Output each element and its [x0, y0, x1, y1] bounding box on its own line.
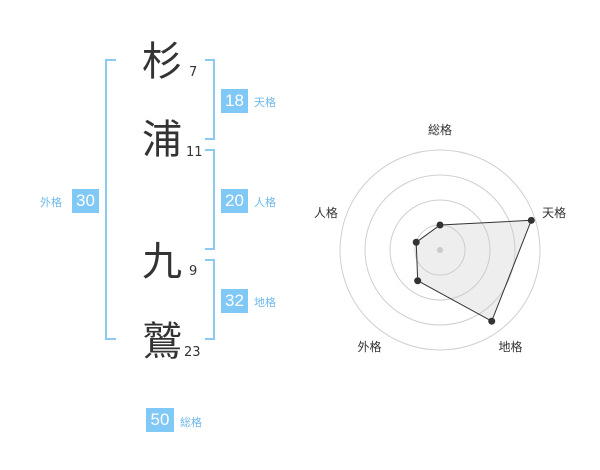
radar-ring	[339, 149, 541, 351]
name-char-2: 浦	[142, 117, 182, 163]
radar-point	[414, 277, 422, 285]
stroke-count-4: 23	[184, 345, 201, 360]
radar-axis-label: 総格	[428, 122, 452, 137]
radar-axis-label: 天格	[542, 205, 566, 220]
stroke-count-2: 11	[186, 145, 203, 160]
radar-ring	[364, 174, 516, 326]
radar-axis-label: 人格	[314, 205, 338, 220]
tenkaku-value: 18	[221, 89, 248, 113]
name-char-4: 鷲	[142, 319, 182, 365]
radar-polygon	[415, 219, 533, 322]
stroke-count-1: 7	[189, 65, 198, 80]
chikaku-value: 32	[221, 289, 248, 313]
tenkaku-label: 天格	[254, 96, 276, 109]
radar-center	[437, 247, 443, 253]
gaikaku-label: 外格	[40, 196, 62, 209]
chikaku-label: 地格	[254, 296, 276, 309]
gaikaku-value: 30	[72, 189, 99, 213]
radar-point	[436, 221, 444, 229]
jinkaku-value: 20	[221, 189, 248, 213]
name-char-3: 九	[142, 239, 182, 285]
radar-point	[488, 317, 496, 325]
radar-ring	[389, 199, 491, 301]
radar-point	[527, 216, 535, 224]
stroke-count-3: 9	[189, 264, 198, 279]
name-char-1: 杉	[142, 39, 182, 85]
soukaku-value: 50	[146, 408, 174, 432]
radar-point	[412, 238, 420, 246]
jinkaku-label: 人格	[254, 196, 276, 209]
radar-axis-label: 外格	[357, 339, 381, 354]
soukaku-label: 総格	[180, 416, 202, 429]
radar-axis-label: 地格	[499, 339, 523, 354]
